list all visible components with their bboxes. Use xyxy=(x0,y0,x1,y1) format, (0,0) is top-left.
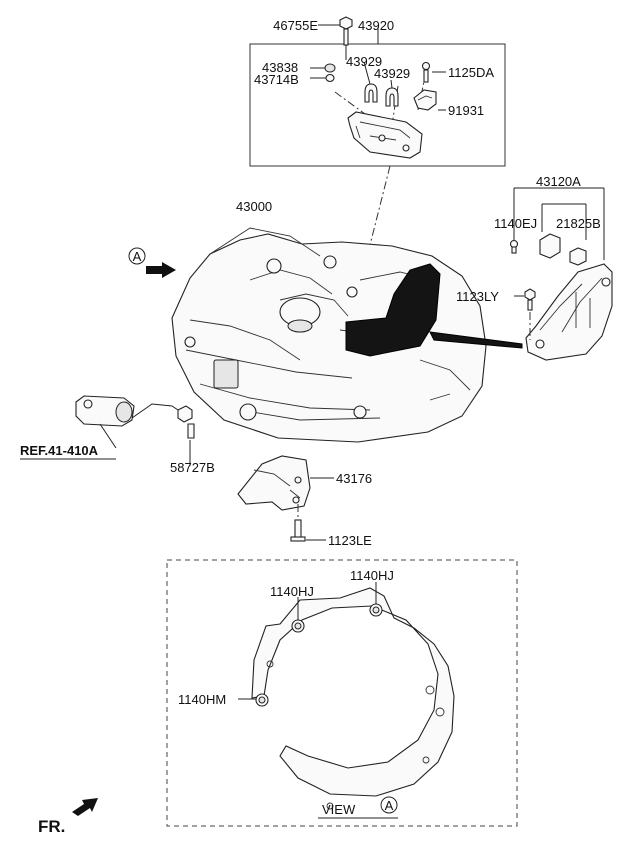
label-fr: FR. xyxy=(38,817,65,836)
label-43929-a: 43929 xyxy=(346,54,382,69)
mount-bracket-43120A xyxy=(509,187,613,361)
label-1140HJ-b: 1140HJ xyxy=(350,568,394,583)
sensor-58727B-icon xyxy=(177,405,195,439)
bracket-91931-icon xyxy=(413,89,437,111)
bushing-43838-icon xyxy=(324,63,336,83)
view-arrow-icon xyxy=(146,262,176,278)
label-91931: 91931 xyxy=(448,103,484,118)
wiring-harness-cover xyxy=(345,263,523,357)
shift-lever-assembly xyxy=(249,16,506,167)
label-1123LY: 1123LY xyxy=(456,289,499,304)
label-43000: 43000 xyxy=(236,199,272,214)
label-view: VIEW xyxy=(322,802,356,817)
label-43929-b: 43929 xyxy=(374,66,410,81)
label-ref-41-410A: REF.41-410A xyxy=(20,443,99,458)
front-direction-arrow-icon xyxy=(72,798,98,816)
label-43714B: 43714B xyxy=(254,72,299,87)
shift-lever-bracket-icon xyxy=(347,111,423,159)
label-view-marker: A xyxy=(385,798,394,813)
label-58727B: 58727B xyxy=(170,460,215,475)
label-1123LE: 1123LE xyxy=(328,533,372,548)
leader-dash xyxy=(369,165,391,246)
view-marker-circle xyxy=(380,796,398,814)
clip-43929-second-icon xyxy=(385,87,399,107)
bolt-1140EJ-icon xyxy=(509,239,519,254)
bushing-21825B-icon xyxy=(539,233,587,266)
clip-43929-icon xyxy=(364,83,378,103)
clutch-actuator xyxy=(75,395,195,466)
label-46755E: 46755E xyxy=(273,18,318,33)
bolt-46755E-icon xyxy=(339,16,353,46)
label-43176: 43176 xyxy=(336,471,372,486)
label-1140HJ-a: 1140HJ xyxy=(270,584,314,599)
label-1140HM: 1140HM xyxy=(178,692,226,707)
bolt-1125DA-icon xyxy=(421,61,431,83)
bracket-43120A-icon xyxy=(525,263,613,361)
ref-leader xyxy=(99,423,117,449)
view-a-frame xyxy=(166,559,518,827)
bolt-1123LE-icon xyxy=(290,519,306,542)
ref-marker-circle xyxy=(128,247,146,265)
label-43920: 43920 xyxy=(358,18,394,33)
mount-43176 xyxy=(237,455,311,511)
label-1140EJ: 1140EJ xyxy=(494,216,537,231)
label-43838: 43838 xyxy=(262,60,298,75)
label-1125DA: 1125DA xyxy=(448,65,494,80)
bell-housing-gasket xyxy=(251,587,455,810)
label-21825B: 21825B xyxy=(556,216,601,231)
label-ref-marker: A xyxy=(133,249,142,264)
label-43120A: 43120A xyxy=(536,174,581,189)
bolt-1123LY-icon xyxy=(524,288,536,311)
